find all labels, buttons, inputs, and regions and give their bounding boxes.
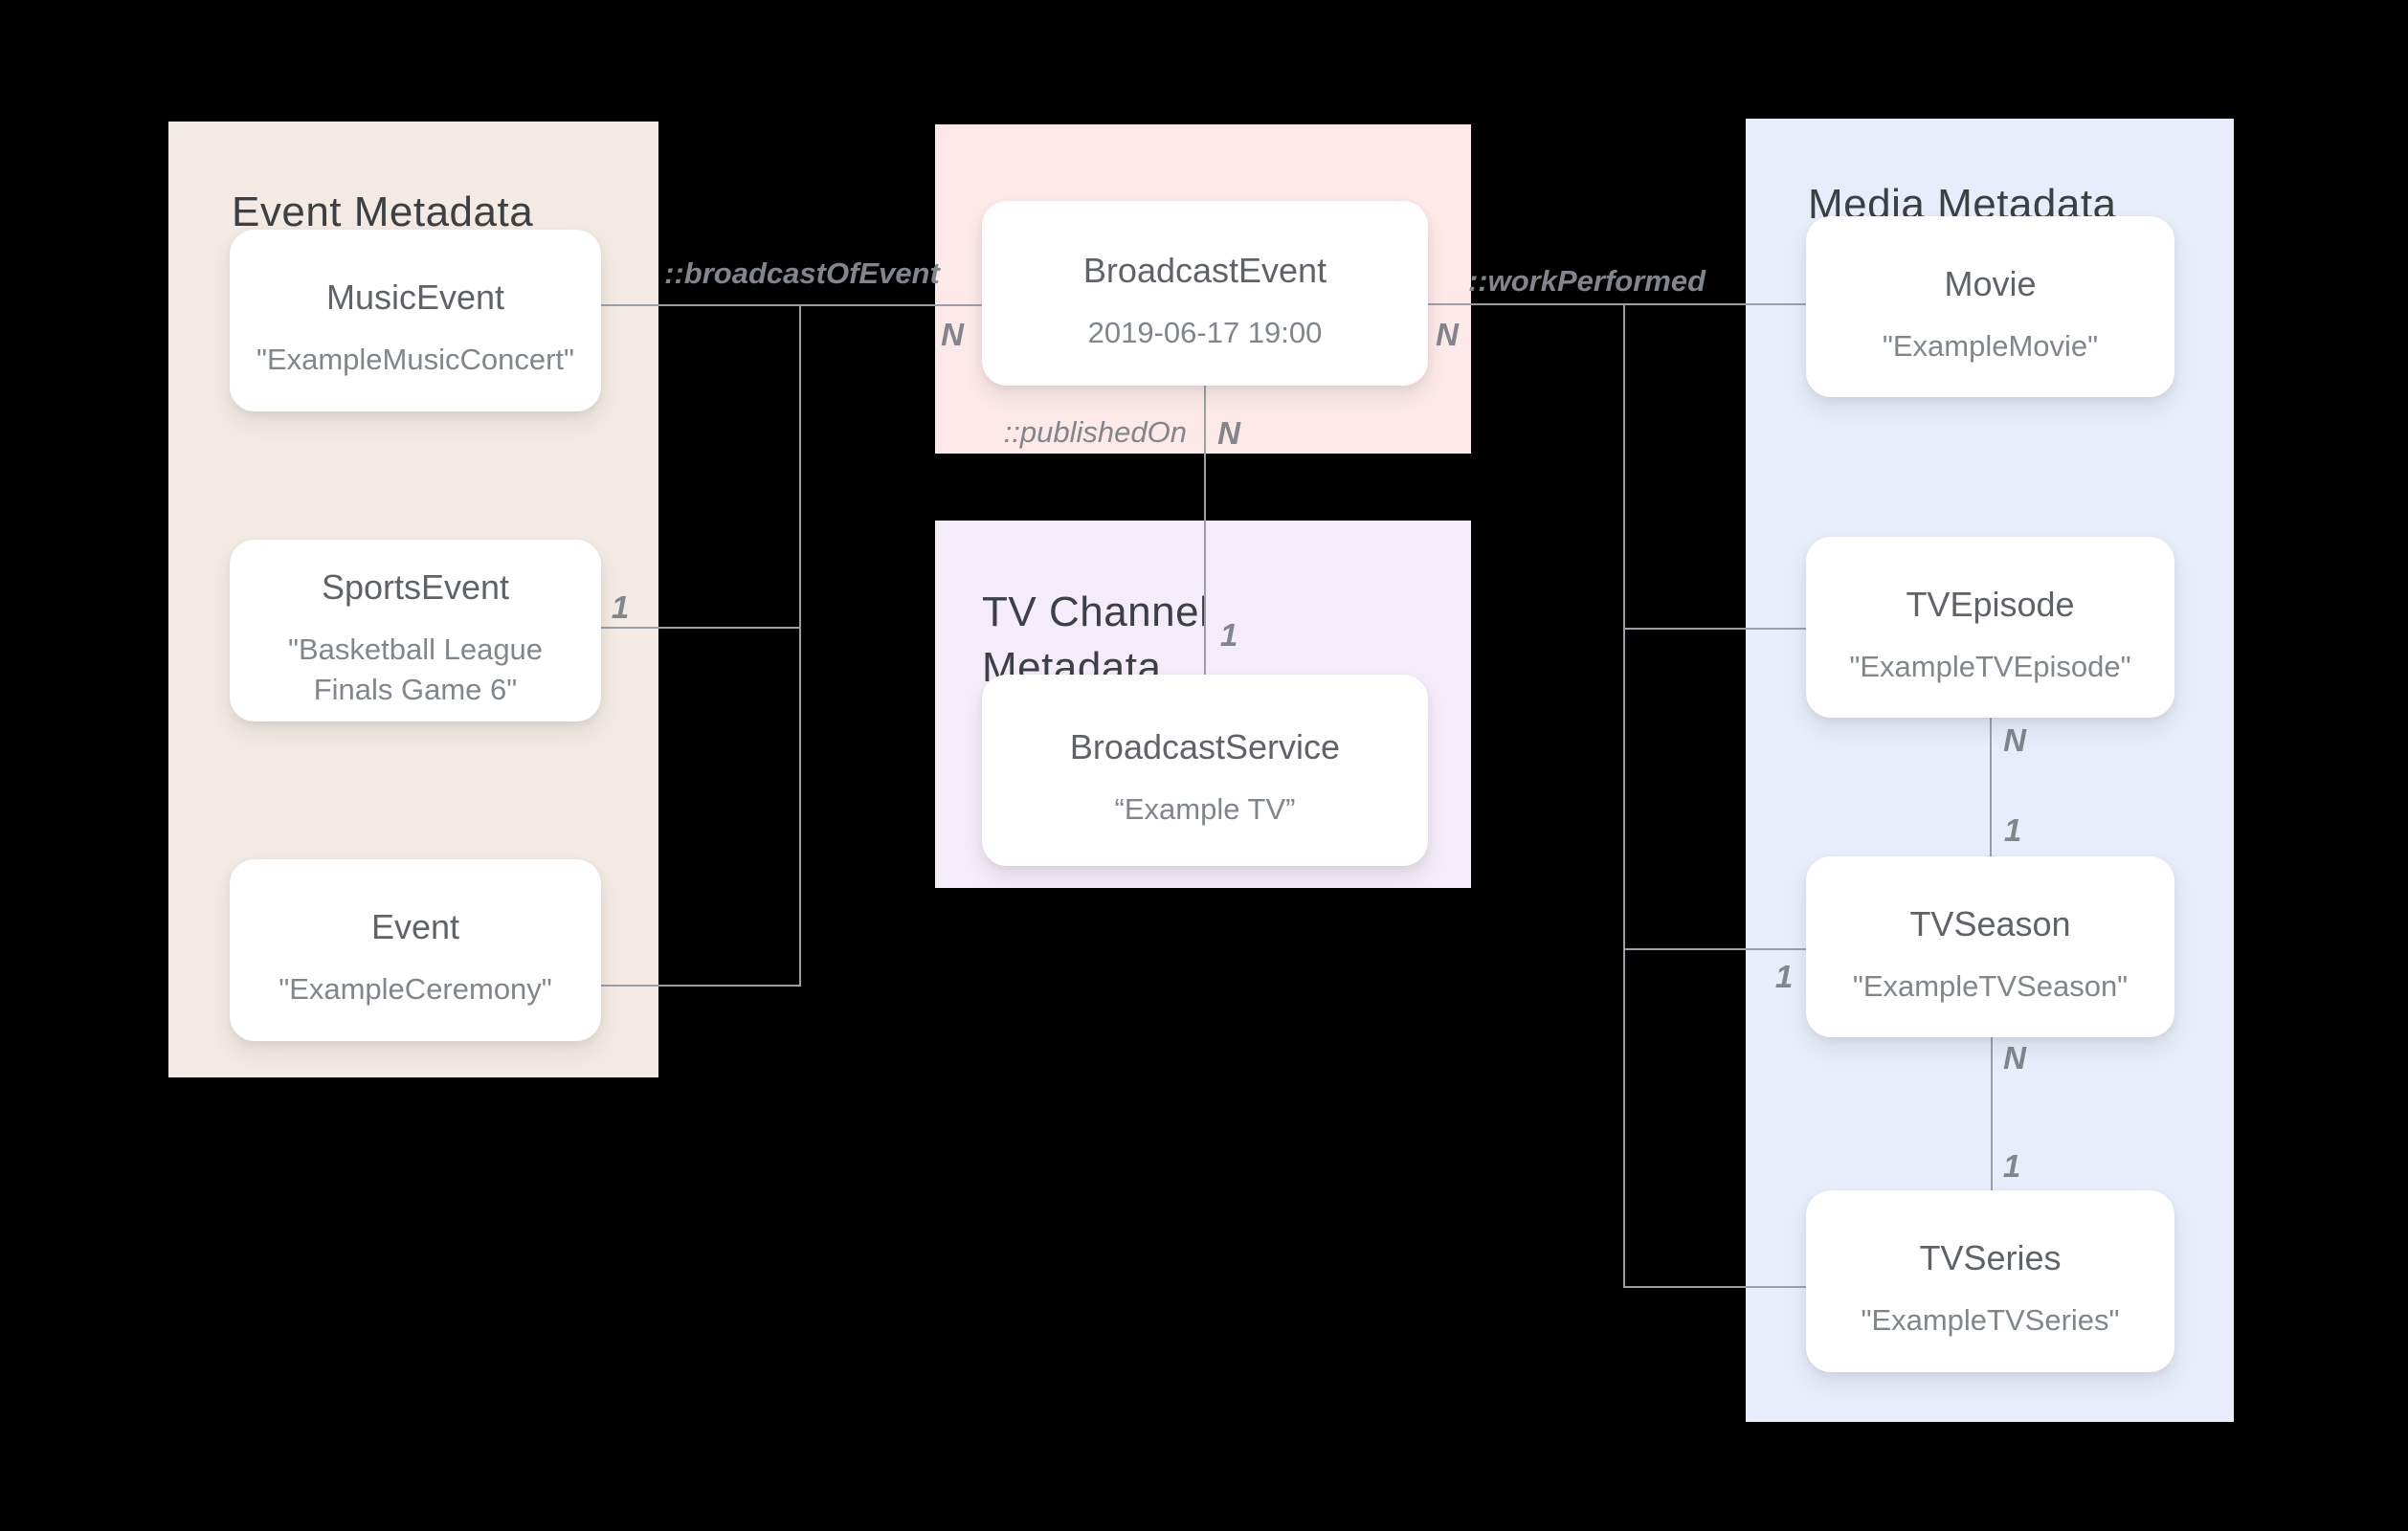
- tv-series-title: TVSeries: [1919, 1238, 2062, 1277]
- cardinality-publishedon-1: 1: [1219, 617, 1238, 653]
- connector-tvepisode-tvseason: [1990, 718, 1992, 856]
- cardinality-tvseason-top-1: 1: [2003, 812, 2022, 848]
- relation-label-publishedon: ::publishedOn: [1003, 415, 1187, 449]
- sports-event-title: SportsEvent: [321, 567, 510, 607]
- tv-season-title: TVSeason: [1909, 903, 2071, 943]
- event-title: Event: [370, 907, 460, 946]
- sports-event-card: SportsEvent "Basketball League Finals Ga…: [230, 540, 601, 721]
- cardinality-broadcastevent-right-n: N: [1436, 317, 1459, 352]
- music-event-card: MusicEvent "ExampleMusicConcert": [230, 230, 601, 411]
- cardinality-publishedon-n: N: [1217, 415, 1240, 451]
- movie-subtitle: "ExampleMovie": [1882, 328, 2099, 363]
- music-event-title: MusicEvent: [325, 277, 505, 317]
- tv-episode-title: TVEpisode: [1906, 584, 2075, 624]
- relation-label-workperformed: ::workPerformed: [1467, 264, 1706, 298]
- broadcast-event-card: BroadcastEvent 2019-06-17 19:00: [982, 201, 1428, 386]
- broadcast-service-subtitle: “Example TV”: [1114, 792, 1296, 826]
- connector-sportsevent-branch: [601, 627, 800, 629]
- cardinality-broadcastevent-left-n: N: [941, 317, 964, 352]
- sports-event-subtitle: "Basketball League Finals Game 6": [287, 632, 544, 706]
- event-subtitle: "ExampleCeremony": [279, 972, 552, 1006]
- connector-musicevent-broadcastevent: [601, 304, 982, 306]
- cardinality-tvseason-left-1: 1: [1774, 959, 1794, 994]
- cardinality-tvepisode-n: N: [2003, 722, 2026, 758]
- music-event-subtitle: "ExampleMusicConcert": [256, 343, 575, 376]
- connector-right-vertical-trunk: [1623, 303, 1625, 1288]
- connector-tvseries-branch: [1624, 1286, 1806, 1288]
- event-card: Event "ExampleCeremony": [230, 859, 601, 1041]
- event-metadata-title: Event Metadata: [232, 188, 534, 235]
- tv-series-subtitle: "ExampleTVSeries": [1861, 1303, 2120, 1337]
- tv-season-card: TVSeason "ExampleTVSeason": [1806, 856, 2174, 1037]
- tv-series-card: TVSeries "ExampleTVSeries": [1806, 1190, 2174, 1372]
- connector-tvepisode-branch: [1624, 628, 1806, 630]
- connector-event-branch: [601, 985, 800, 987]
- broadcast-service-title: BroadcastService: [1069, 727, 1341, 766]
- broadcast-event-title: BroadcastEvent: [1082, 250, 1327, 290]
- connector-left-vertical-trunk: [799, 304, 801, 987]
- cardinality-sportsevent-1: 1: [611, 589, 630, 625]
- tv-season-subtitle: "ExampleTVSeason": [1852, 968, 2129, 1003]
- cardinality-tvseries-1: 1: [2002, 1148, 2021, 1184]
- movie-card: Movie "ExampleMovie": [1806, 216, 2174, 397]
- movie-title: Movie: [1944, 263, 2037, 303]
- tv-episode-card: TVEpisode "ExampleTVEpisode": [1806, 537, 2174, 718]
- relation-label-broadcastofevent: ::broadcastOfEvent: [664, 256, 940, 290]
- connector-broadcastevent-broadcastservice: [1204, 386, 1206, 675]
- cardinality-tvseason-bottom-n: N: [2003, 1040, 2026, 1076]
- broadcast-event-subtitle: 2019-06-17 19:00: [1087, 315, 1323, 349]
- broadcast-service-card: BroadcastService “Example TV”: [982, 675, 1428, 866]
- connector-tvseason-tvseries: [1991, 1037, 1993, 1190]
- connector-broadcastevent-movie: [1428, 303, 1806, 305]
- tv-episode-subtitle: "ExampleTVEpisode": [1849, 649, 2131, 683]
- connector-tvseason-branch: [1624, 948, 1806, 950]
